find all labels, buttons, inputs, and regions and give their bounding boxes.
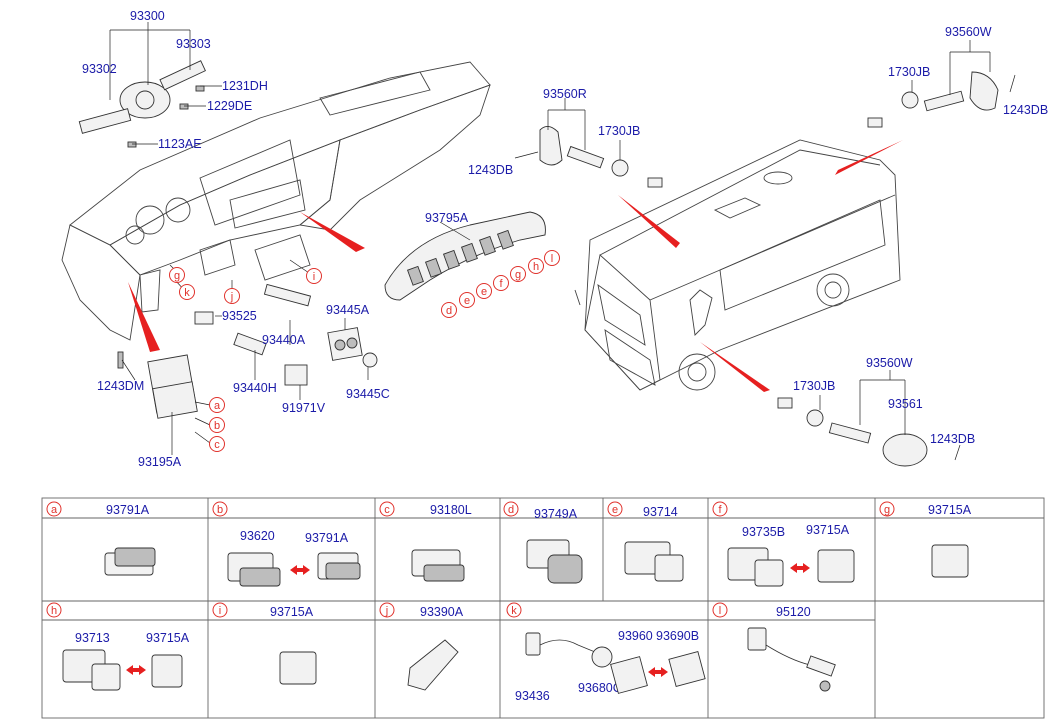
- cell-a-part-1: 93791A: [106, 503, 150, 517]
- table-cell-l: l 95120: [712, 602, 836, 692]
- cell-letter-e: e: [612, 504, 618, 516]
- cell-b-swap-arrow: [290, 565, 310, 575]
- cell-f-part-1: 93735B: [742, 525, 785, 539]
- label-93560R: 93560R: [543, 87, 587, 101]
- table-cell-g: g 93715A: [879, 501, 972, 578]
- table-cell-j: j 93390A: [379, 602, 464, 691]
- label-93560W-bottom: 93560W: [866, 356, 913, 370]
- parts-table: [41, 497, 1045, 719]
- table-cell-i: i 93715A: [212, 602, 317, 685]
- cell-i-part-1: 93715A: [270, 605, 314, 619]
- callout-h: h: [533, 261, 539, 273]
- table-cell-f: f 93735B 93715A: [712, 501, 855, 587]
- bus-illustration: [574, 139, 901, 391]
- table-cell-a: a 93791A: [46, 501, 156, 576]
- dashboard-illustration: [61, 61, 491, 341]
- callout-l: l: [551, 253, 553, 265]
- label-93302: 93302: [82, 62, 117, 76]
- small-parts-illustration: [117, 283, 378, 419]
- label-93303: 93303: [176, 37, 211, 51]
- label-91971V: 91971V: [282, 401, 326, 415]
- callout-i: i: [313, 271, 315, 283]
- cell-l-part-1: 95120: [776, 605, 811, 619]
- label-1123AE: 1123AE: [158, 137, 202, 151]
- label-1243DB-bottom: 1243DB: [930, 432, 975, 446]
- combination-switch-illustration: [78, 60, 206, 148]
- label-1231DH: 1231DH: [222, 79, 268, 93]
- callout-c: c: [214, 439, 220, 451]
- room-lamp-parts-illustration: [539, 71, 999, 467]
- label-93300: 93300: [130, 9, 165, 23]
- label-93795A: 93795A: [425, 211, 469, 225]
- label-93440A: 93440A: [262, 333, 306, 347]
- callout-j: j: [230, 291, 233, 303]
- callout-e: e: [464, 295, 470, 307]
- callout-g-2: g: [515, 269, 521, 281]
- cell-c-part-1: 93180L: [430, 503, 472, 517]
- cell-letter-i: i: [219, 605, 221, 617]
- cell-k-part-1: 93436: [515, 689, 550, 703]
- label-93561: 93561: [888, 397, 923, 411]
- switch-panel-illustration: [384, 211, 546, 301]
- cell-letter-f: f: [718, 504, 722, 516]
- cell-letter-k: k: [511, 605, 517, 617]
- label-1243DB-top: 1243DB: [1003, 103, 1048, 117]
- cell-letter-h: h: [51, 605, 57, 617]
- cell-letter-a: a: [51, 504, 58, 516]
- cell-k-part-2: 93960: [618, 629, 653, 643]
- cell-h-swap-arrow: [126, 665, 146, 675]
- cell-letter-l: l: [719, 605, 721, 617]
- cell-k-part-3: 93680C: [578, 681, 622, 695]
- cell-f-part-2: 93715A: [806, 523, 850, 537]
- table-cell-d: d 93749A: [503, 501, 583, 584]
- label-1730JB-top: 1730JB: [888, 65, 930, 79]
- label-93195A: 93195A: [138, 455, 182, 469]
- cell-k-part-4: 93690B: [656, 629, 699, 643]
- callout-circles: a b c d e e f g h l g k j i: [169, 250, 560, 452]
- cell-f-swap-arrow: [790, 563, 810, 573]
- cell-g-part-1: 93715A: [928, 503, 972, 517]
- label-1730JB-rear-left: 1730JB: [598, 124, 640, 138]
- cell-k-swap-arrow: [648, 667, 668, 677]
- part-labels: 93300 93303 93302 1231DH 1229DE 1123AE 9…: [82, 9, 1048, 469]
- cell-j-part-1: 93390A: [420, 605, 464, 619]
- cell-letter-c: c: [384, 504, 390, 516]
- callout-b: b: [214, 420, 220, 432]
- callout-e-2: e: [481, 286, 487, 298]
- cell-letter-g: g: [884, 504, 890, 516]
- pointer-wedges: [128, 140, 903, 392]
- label-93525: 93525: [222, 309, 257, 323]
- callout-g: g: [174, 270, 180, 282]
- label-1730JB-bottom: 1730JB: [793, 379, 835, 393]
- table-cell-b: b 93620 93791A: [212, 501, 361, 587]
- label-1243DM: 1243DM: [97, 379, 144, 393]
- cell-letter-d: d: [508, 504, 514, 516]
- cell-b-part-1: 93620: [240, 529, 275, 543]
- table-cell-k: k 93436 93960 93680C 93690B: [506, 602, 706, 703]
- callout-k: k: [184, 287, 190, 299]
- callout-f: f: [499, 278, 503, 290]
- cell-b-part-2: 93791A: [305, 531, 349, 545]
- label-1229DE: 1229DE: [207, 99, 252, 113]
- table-cell-e: e 93714: [607, 501, 684, 582]
- cell-e-part-1: 93714: [643, 505, 678, 519]
- table-cell-h: h 93713 93715A: [46, 602, 190, 691]
- label-1243DB-rear-left: 1243DB: [468, 163, 513, 177]
- cell-h-part-1: 93713: [75, 631, 110, 645]
- cell-d-part-1: 93749A: [534, 507, 578, 521]
- label-93440H: 93440H: [233, 381, 277, 395]
- cell-h-part-2: 93715A: [146, 631, 190, 645]
- label-93445C: 93445C: [346, 387, 390, 401]
- label-93445A: 93445A: [326, 303, 370, 317]
- callout-d: d: [446, 305, 452, 317]
- cell-letter-b: b: [217, 504, 223, 516]
- callout-a: a: [214, 400, 221, 412]
- table-cell-c: c 93180L: [379, 501, 472, 582]
- label-93560W-top: 93560W: [945, 25, 992, 39]
- cell-letter-j: j: [385, 605, 388, 617]
